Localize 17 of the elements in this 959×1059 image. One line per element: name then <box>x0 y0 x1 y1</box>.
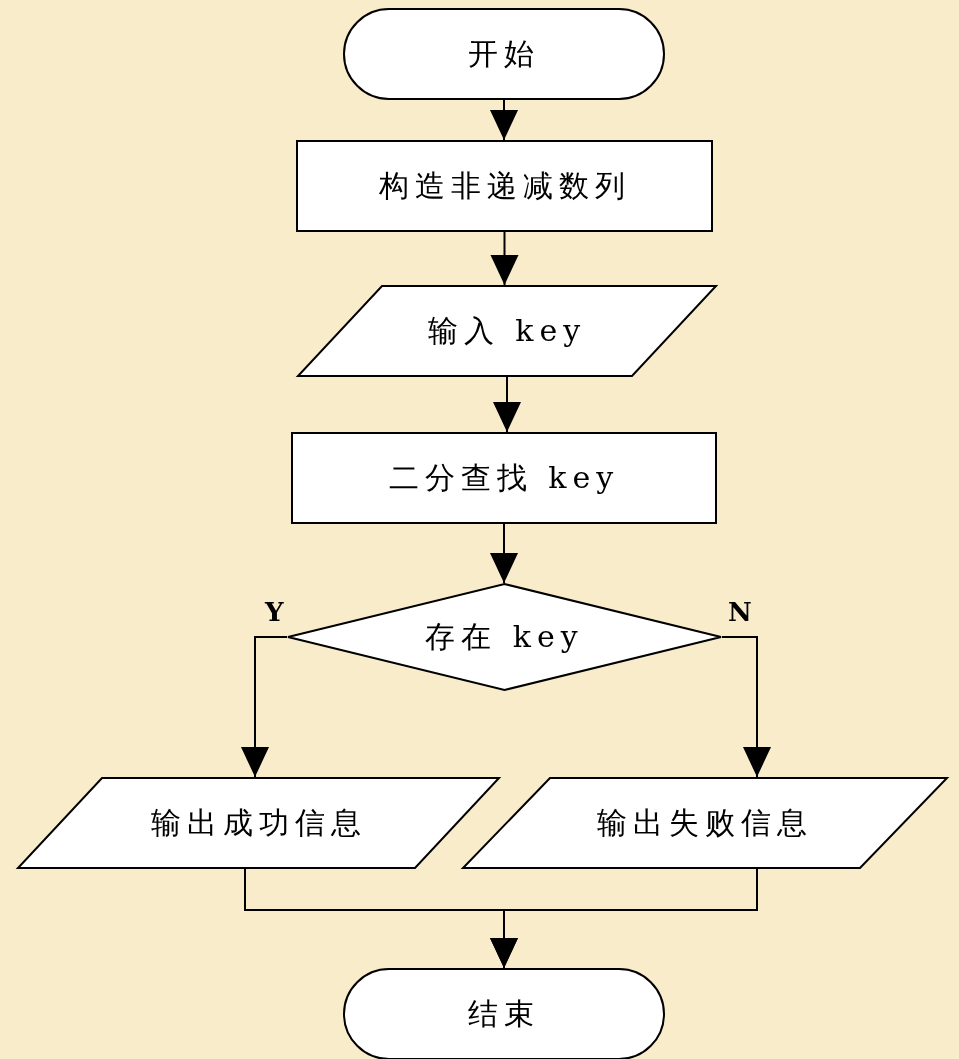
arrow <box>241 636 288 778</box>
arrow <box>490 99 518 141</box>
process-box: 二分查找 key <box>291 432 717 524</box>
decision-diamond: 存在 key <box>287 583 722 691</box>
edge-label: Y <box>265 597 284 627</box>
edge-label: N <box>728 597 752 627</box>
terminal-box: 开始 <box>343 8 665 100</box>
arrow <box>721 636 771 778</box>
output-box: 输出失败信息 <box>462 777 948 869</box>
arrow <box>490 231 519 286</box>
arrow <box>490 523 518 584</box>
arrow <box>490 868 758 969</box>
terminal-box: 结束 <box>343 968 665 1059</box>
arrow <box>493 376 521 433</box>
output-box: 输出成功信息 <box>17 777 500 869</box>
process-box: 构造非递减数列 <box>296 140 713 232</box>
input-box: 输入 key <box>297 285 717 377</box>
